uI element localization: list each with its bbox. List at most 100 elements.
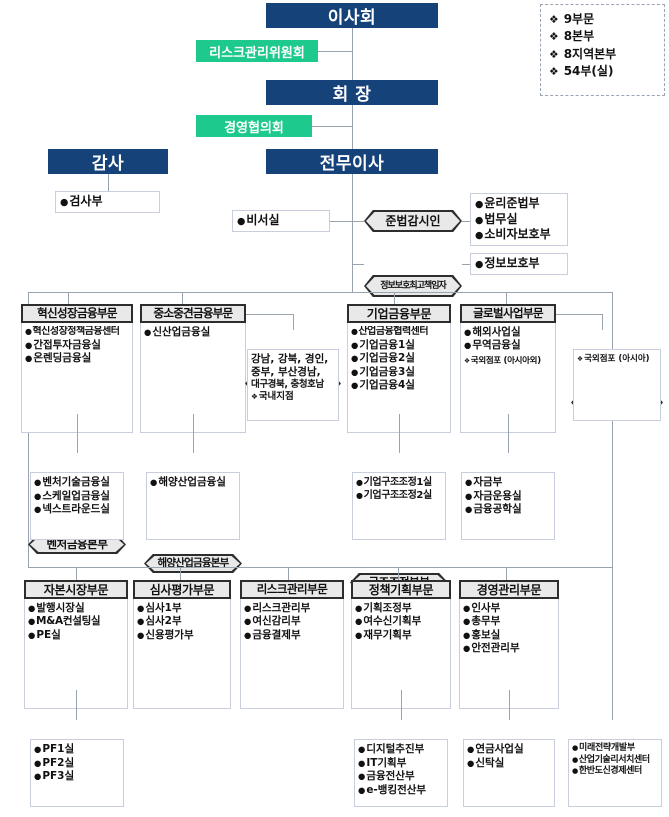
box-pension-trust-body: 연금사업실 신탁실 bbox=[463, 739, 555, 807]
hq-item: 넥스트라운드실 bbox=[34, 503, 120, 517]
asia-regional-note-wrap: 국외점포 (아시아) bbox=[577, 354, 657, 365]
hq-item: e-뱅킹전산부 bbox=[358, 784, 444, 798]
card-innovation-growth-finance-title: 혁신성장금융부문 bbox=[21, 304, 133, 323]
bus-row2-drop-1 bbox=[76, 567, 77, 580]
box-restructuring-body: 기업구조조정1실 기업구조조정2실 bbox=[352, 472, 446, 540]
bus-row2-drop-4 bbox=[398, 567, 399, 580]
division-item: 발행시장실 bbox=[28, 602, 125, 615]
division-item: 총무부 bbox=[463, 615, 556, 628]
domestic-regional-lines: 강남, 강북, 경인, 중부, 부산경남, 대구경북, 충청호남 국내지점 bbox=[251, 353, 335, 403]
card-policy-planning-division[interactable]: 정책기획부문 기획조정부 여수신기획부 재무기획부 bbox=[351, 580, 451, 709]
legend-item: 54부(실) bbox=[549, 63, 656, 80]
box-inspection-dept[interactable]: 검사부 bbox=[55, 191, 160, 213]
division-item: 인사부 bbox=[463, 602, 556, 615]
connector-asia-regional-v bbox=[602, 314, 603, 330]
card-corporate-finance[interactable]: 기업금융부문 산업금융협력센터 기업금융1실 기업금융2실 기업금융3실 기업금… bbox=[347, 304, 451, 433]
card-capital-market-division[interactable]: 자본시장부문 발행시장실 M&A컨설팅실 PE실 bbox=[24, 580, 128, 709]
box-management-council[interactable]: 경영협의회 bbox=[196, 115, 312, 137]
compliance-unit-item: 윤리준법부 bbox=[475, 196, 563, 212]
connector-compliance-officer bbox=[352, 221, 364, 222]
hq-item: 디지털추진부 bbox=[358, 743, 444, 757]
box-kdb-research-body: 미래전략개발부 산업기술리서치센터 한반도신경제센터 bbox=[568, 739, 662, 807]
legend-item: 9부문 bbox=[549, 11, 656, 28]
connector-domestic-regional-v bbox=[293, 314, 294, 330]
compliance-unit-item: 법무실 bbox=[475, 212, 563, 228]
division-item: 무역금융실 bbox=[464, 339, 553, 352]
division-item: M&A컨설팅실 bbox=[28, 615, 125, 628]
box-auditor[interactable]: 감사 bbox=[48, 149, 168, 174]
connector-secretariat bbox=[330, 221, 353, 222]
drop-idt-hq bbox=[401, 690, 402, 720]
box-risk-management-committee-label: 리스크관리위원회 bbox=[209, 45, 305, 61]
division-item: 안전관리부 bbox=[463, 642, 556, 655]
division-item: 기업금융2실 bbox=[351, 352, 448, 365]
box-management-council-label: 경영협의회 bbox=[224, 120, 284, 136]
spine-director-down bbox=[352, 174, 353, 292]
bus-row1 bbox=[28, 292, 612, 293]
division-item: 심사1부 bbox=[137, 602, 228, 615]
division-note: 국외점포 (아시아외) bbox=[464, 356, 553, 367]
hq-item: 미래전략개발부 bbox=[572, 743, 658, 755]
box-asia-regional-body: 국외점포 (아시아) bbox=[573, 349, 661, 421]
card-credit-appraisal-division[interactable]: 심사평가부문 심사1부 심사2부 신용평가부 bbox=[133, 580, 231, 709]
compliance-unit-item: 소비자보호부 bbox=[475, 227, 563, 243]
hex-marine-industry-label: 해양산업금융본부 bbox=[146, 556, 240, 571]
box-capital-markets-body: 자금부 자금운용실 금융공학실 bbox=[461, 472, 555, 540]
hex-compliance-officer-label: 준법감시인 bbox=[366, 212, 460, 230]
drop-pf-hq bbox=[76, 690, 77, 720]
division-item: 신산업금융실 bbox=[144, 326, 243, 339]
hq-item: 산업기술리서치센터 bbox=[572, 755, 658, 767]
box-chairman[interactable]: 회 장 bbox=[266, 80, 438, 105]
box-ciso-units[interactable]: 정보보호부 bbox=[470, 253, 568, 275]
box-managing-director[interactable]: 전무이사 bbox=[266, 149, 438, 174]
box-idt-body: 디지털추진부 IT기획부 금융전산부 e-뱅킹전산부 bbox=[354, 739, 448, 807]
hq-item: PF2실 bbox=[34, 757, 120, 771]
box-board-of-directors[interactable]: 이사회 bbox=[266, 3, 438, 28]
hq-item: IT기획부 bbox=[358, 757, 444, 771]
hq-item: 자금운용실 bbox=[465, 490, 551, 504]
hq-item: 기업구조조정1실 bbox=[356, 476, 442, 489]
bus-row1-drop-3 bbox=[394, 292, 395, 304]
box-secretariat[interactable]: 비서실 bbox=[232, 210, 330, 232]
box-pf-body: PF1실 PF2실 PF3실 bbox=[30, 739, 124, 807]
bus-row1-drop-1 bbox=[68, 292, 69, 304]
card-risk-management-body: 리스크관리부 여신감리부 금융결제부 bbox=[240, 599, 344, 709]
division-item: PE실 bbox=[28, 629, 125, 642]
bus-row2-drop-2 bbox=[180, 567, 181, 580]
hq-item: 자금부 bbox=[465, 476, 551, 490]
hex-marine-industry-finance-hq[interactable]: 해양산업금융본부 bbox=[144, 554, 242, 573]
card-global-business[interactable]: 글로벌사업부문 해외사업실 무역금융실 국외점포 (아시아외) bbox=[460, 304, 556, 433]
hex-ciso[interactable]: 정보보호최고책임자 bbox=[364, 275, 462, 297]
box-compliance-units[interactable]: 윤리준법부 법무실 소비자보호부 bbox=[470, 193, 568, 246]
hq-item: 금융공학실 bbox=[465, 503, 551, 517]
inspection-dept-label: 검사부 bbox=[60, 194, 155, 210]
hq-item: 스케일업금융실 bbox=[34, 490, 120, 504]
box-chairman-label: 회 장 bbox=[332, 85, 372, 105]
connector-auditor-inspection bbox=[108, 174, 109, 191]
secretariat-label: 비서실 bbox=[237, 213, 325, 229]
card-management-support-title: 경영관리부문 bbox=[459, 580, 559, 599]
division-item: 여신감리부 bbox=[244, 615, 341, 628]
connector-domestic-regional-h bbox=[246, 314, 293, 315]
hex-compliance-officer[interactable]: 준법감시인 bbox=[364, 210, 462, 232]
hq-item: 벤처기술금융실 bbox=[34, 476, 120, 490]
bus-row2-drop-3 bbox=[288, 567, 289, 580]
box-board-of-directors-label: 이사회 bbox=[327, 8, 377, 28]
division-item: 신용평가부 bbox=[137, 629, 228, 642]
box-risk-management-committee[interactable]: 리스크관리위원회 bbox=[196, 40, 318, 62]
card-risk-management-division[interactable]: 리스크관리부문 리스크관리부 여신감리부 금융결제부 bbox=[240, 580, 344, 709]
connector-ciso-units bbox=[462, 264, 470, 265]
hq-item: PF1실 bbox=[34, 743, 120, 757]
card-capital-market-title: 자본시장부문 bbox=[24, 580, 128, 599]
hq-item: 한반도신경제센터 bbox=[572, 766, 658, 778]
summary-legend: 9부문 8본부 8지역본부 54부(실) bbox=[540, 4, 665, 96]
domestic-regional-line: 중부, 부산경남, bbox=[251, 366, 321, 379]
hq-item: 기업구조조정2실 bbox=[356, 489, 442, 502]
connector-risk-committee bbox=[317, 51, 353, 52]
box-venture-finance-body: 벤처기술금융실 스케일업금융실 넥스트라운드실 bbox=[30, 472, 124, 540]
hq-item: 연금사업실 bbox=[467, 743, 551, 757]
division-item: 재무기획부 bbox=[355, 629, 448, 642]
drop-capital-markets-hq bbox=[508, 414, 509, 453]
legend-item: 8지역본부 bbox=[549, 46, 656, 63]
